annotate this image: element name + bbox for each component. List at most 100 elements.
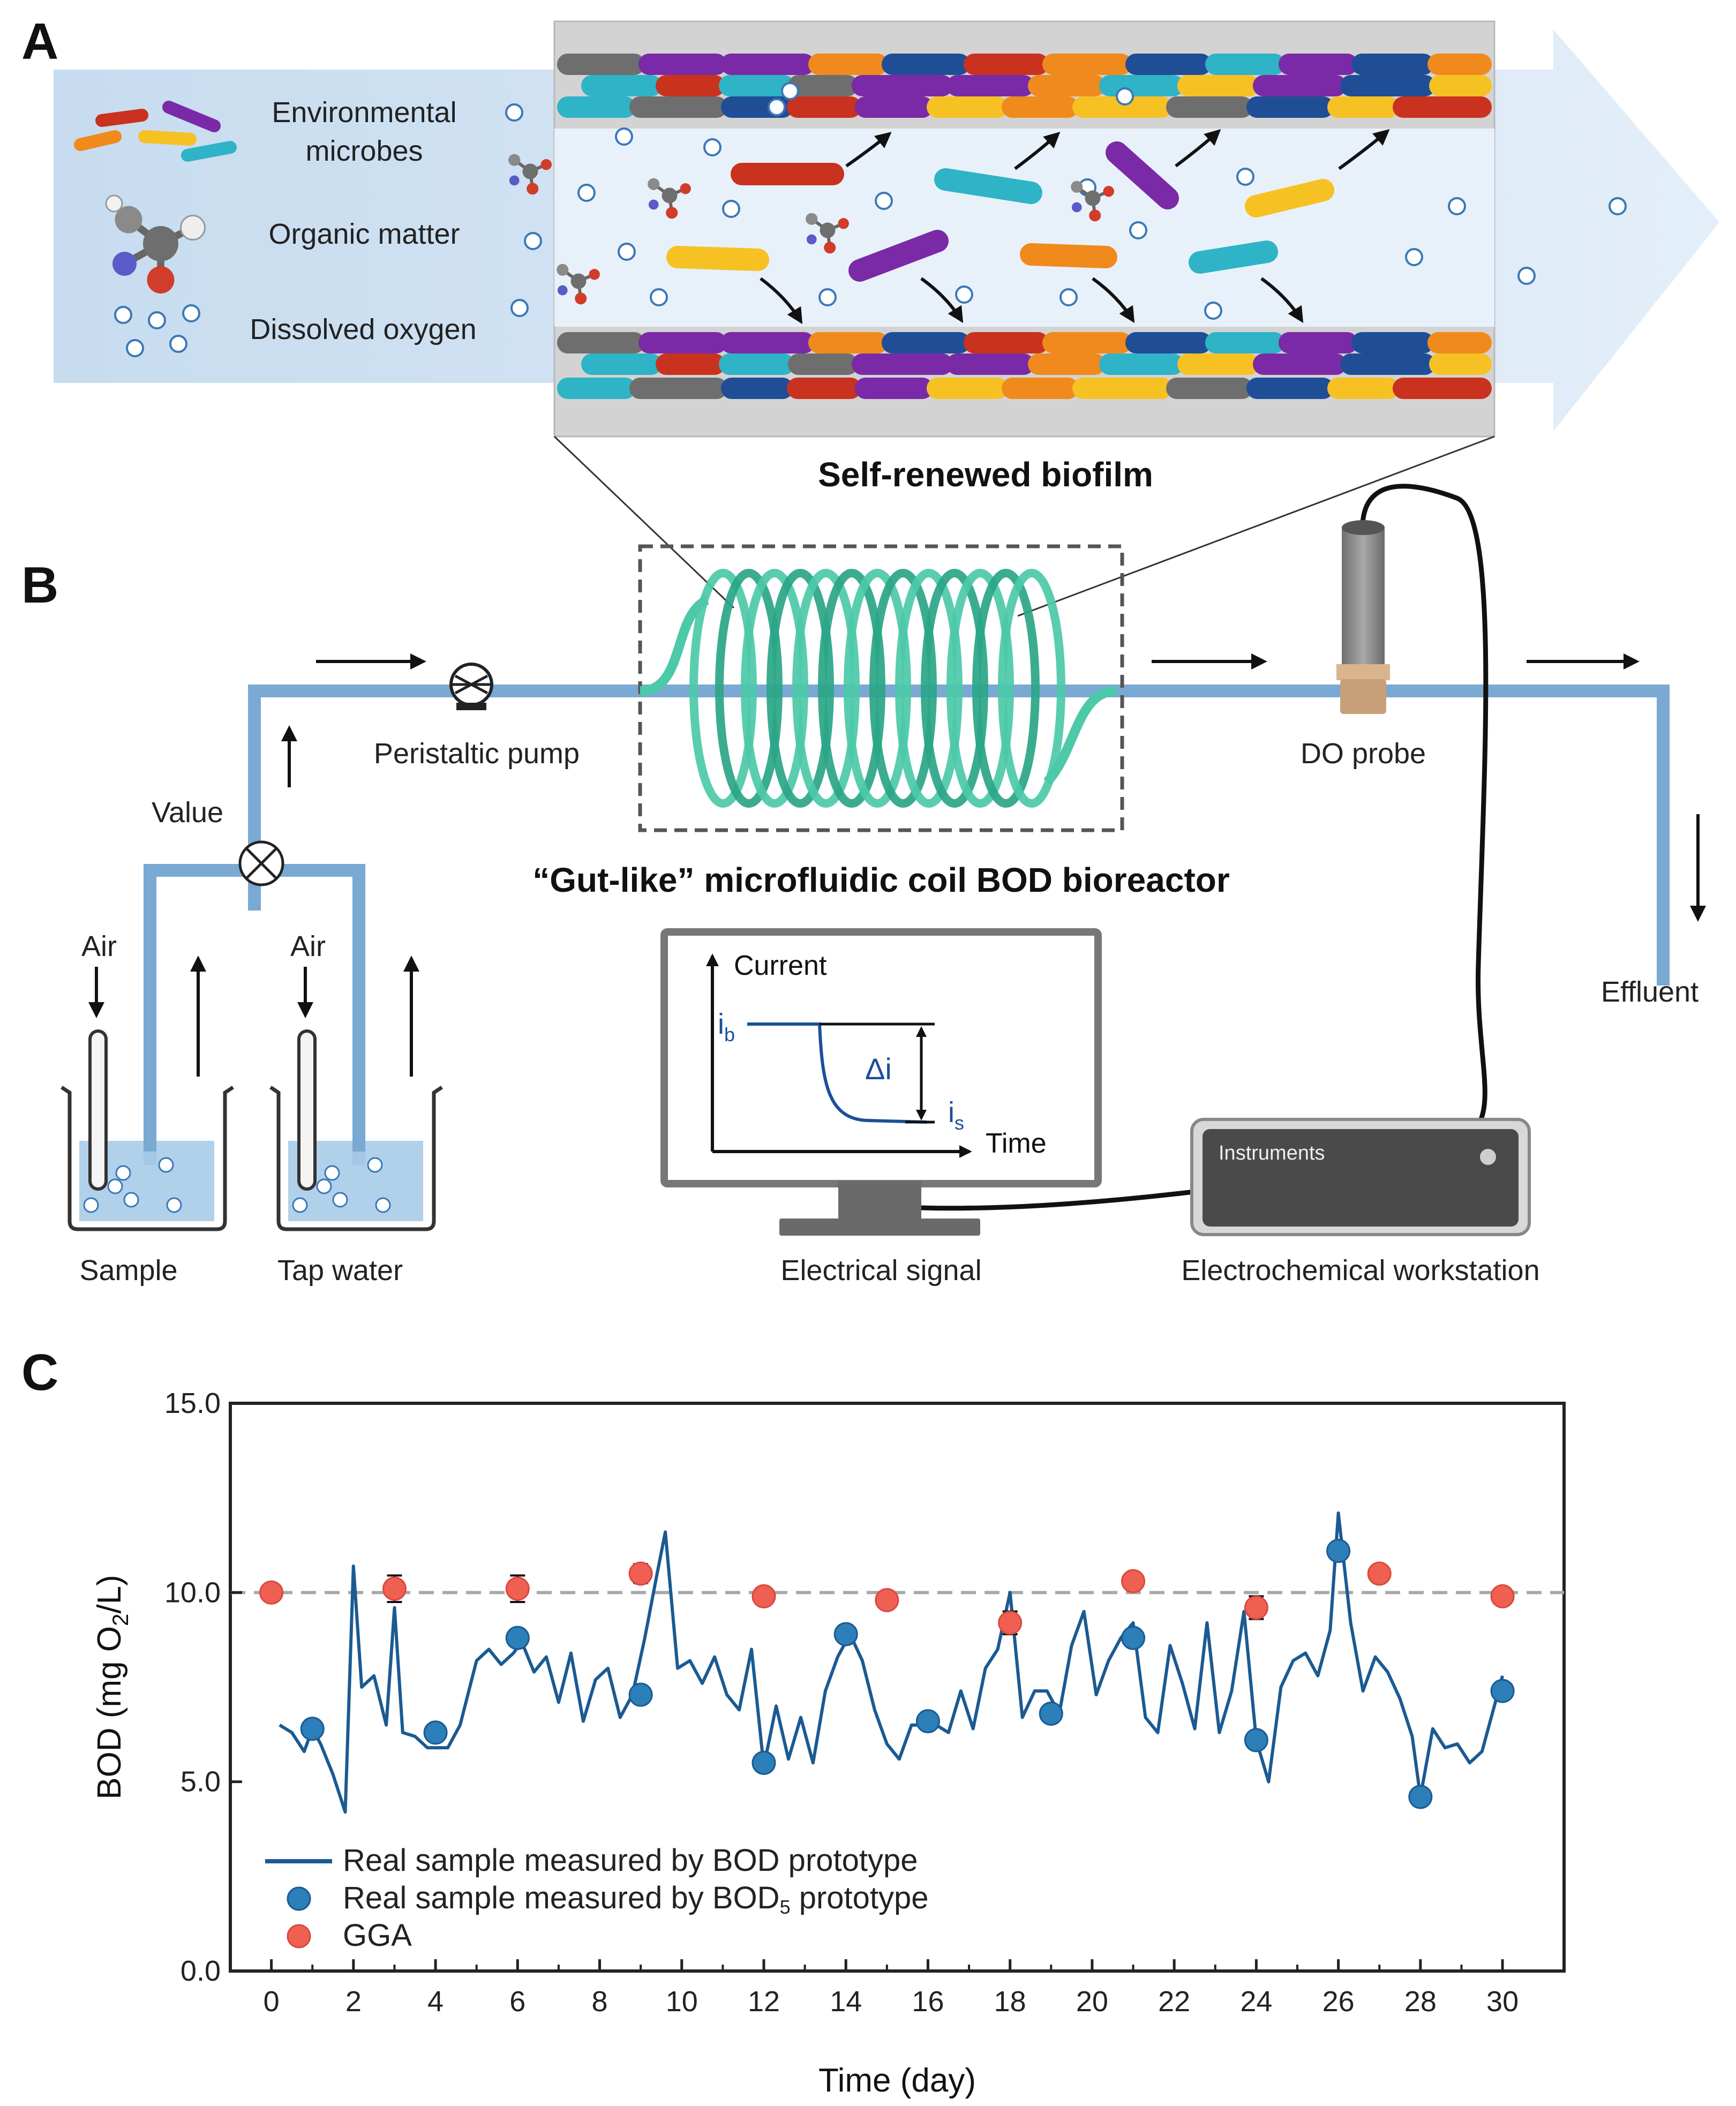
x-tick-label: 8: [592, 1985, 608, 2018]
biofilm-top-layer: [557, 54, 1492, 118]
bod5-point: [423, 1720, 448, 1745]
coil-loop: [998, 569, 1065, 808]
do-probe-label: DO probe: [1301, 738, 1426, 770]
monitor-current-label: Current: [734, 950, 827, 981]
oxygen-bubble: [510, 299, 529, 317]
sample-beaker: [61, 1018, 234, 1231]
attach-arrow: [1175, 129, 1221, 168]
y-axis-label: BOD (mg O2/L): [91, 1575, 133, 1800]
coil-loop: [792, 569, 860, 808]
gga-point: [998, 1611, 1023, 1635]
valve-label: Value: [152, 796, 223, 829]
workstation-icon[interactable]: [1190, 1118, 1531, 1236]
oxygen-bubble: [768, 98, 786, 116]
free-microbe: [848, 230, 949, 282]
bod5-points: [300, 1539, 1515, 1809]
x-tick-label: 10: [666, 1985, 698, 2018]
attach-arrow: [845, 132, 892, 168]
valve-icon[interactable]: [238, 840, 284, 886]
signal-cable: [921, 1189, 1195, 1211]
organic-molecules: [508, 154, 1114, 305]
bod5-point: [833, 1622, 858, 1646]
dissolved-oxygen-icon: [114, 304, 200, 357]
legend-dot-swatch: [287, 1886, 311, 1911]
gga-point: [1244, 1596, 1268, 1620]
bod5-point: [505, 1626, 530, 1650]
peristaltic-pump-icon[interactable]: [449, 663, 493, 710]
gga-point: [628, 1561, 653, 1586]
coil-loop: [972, 569, 1040, 808]
x-tick-label: 16: [912, 1985, 944, 2018]
bod5-point: [1326, 1539, 1351, 1563]
x-tick-label: 30: [1486, 1985, 1519, 2018]
electrical-signal-label: Electrical signal: [780, 1254, 981, 1287]
bod-prototype-line: [279, 1511, 1504, 1814]
oxygen-bubble: [1405, 248, 1423, 266]
panel-c-letter: C: [21, 1344, 58, 1401]
oxygen-bubble: [1059, 288, 1078, 306]
oxygen-bubble: [1116, 87, 1134, 106]
panel-b: B Peristaltic pum: [21, 484, 1706, 1287]
oxygen-bubble: [505, 103, 523, 122]
air-label-tap: Air: [290, 930, 326, 962]
free-microbe: [666, 246, 769, 271]
attach-arrow: [760, 277, 803, 325]
attach-arrow: [1092, 277, 1135, 324]
oxygen-bubble: [722, 200, 740, 218]
bod5-point: [1244, 1728, 1268, 1753]
legend-dot-label: Real sample measured by BOD5 prototype: [343, 1881, 929, 1918]
legend-microbes-line2: microbes: [305, 135, 423, 167]
attach-arrow: [1014, 131, 1061, 170]
oxygen-bubble: [781, 82, 799, 100]
oxygen-bubble: [615, 127, 633, 146]
monitor-icon: [660, 928, 1102, 1236]
gga-point: [382, 1576, 407, 1601]
legend-microbes-line1: Environmental: [272, 96, 456, 129]
y-tick-label: 0.0: [181, 1955, 221, 1987]
bioreactor-label: “Gut-like” microfluidic coil BOD bioreac…: [532, 861, 1230, 899]
zoom-lines: [553, 435, 1495, 617]
attach-arrows: [760, 129, 1390, 325]
tap-water-label: Tap water: [277, 1254, 403, 1287]
x-tick-label: 4: [427, 1985, 444, 2018]
bod5-point: [1121, 1626, 1146, 1650]
organic-molecule: [806, 213, 849, 254]
legend-line-label: Real sample measured by BOD prototype: [343, 1843, 918, 1878]
coil-loop: [818, 569, 885, 808]
y-tick-label: 5.0: [181, 1766, 221, 1798]
sample-label: Sample: [79, 1254, 177, 1287]
legend-gga-swatch: [287, 1924, 311, 1949]
x-axis-label: Time (day): [818, 2062, 976, 2099]
x-tick-label: 22: [1158, 1985, 1190, 2018]
series-line: [279, 1511, 1504, 1814]
do-probe-icon: [1336, 484, 1489, 1126]
free-microbes: [666, 141, 1334, 282]
coil-loop: [921, 569, 988, 808]
bod5-point: [1039, 1701, 1063, 1726]
coil-loop: [766, 569, 834, 808]
chart-legend: Real sample measured by BOD prototype Re…: [265, 1843, 929, 1953]
x-tick-label: 2: [345, 1985, 362, 2018]
coil-loop: [946, 569, 1014, 808]
monitor-time-label: Time: [986, 1128, 1047, 1159]
oxygen-bubble: [703, 138, 722, 156]
x-tick-label: 6: [509, 1985, 525, 2018]
bod5-point: [628, 1682, 653, 1707]
oxygen-bubble: [1448, 197, 1466, 215]
organic-molecule: [508, 154, 552, 195]
plot-frame: [229, 1402, 1566, 1973]
coil-loop: [895, 569, 963, 808]
workstation-label: Electrochemical workstation: [1181, 1254, 1539, 1287]
oxygen-bubble: [1517, 267, 1536, 285]
bod5-point: [1408, 1785, 1433, 1809]
x-tick-label: 12: [748, 1985, 780, 2018]
flow-arrows: [88, 653, 1706, 1077]
x-tick-label: 28: [1404, 1985, 1437, 2018]
gga-point: [1367, 1561, 1392, 1586]
coil-icon: [640, 569, 1117, 808]
y-ticks: 0.05.010.015.0: [164, 1387, 242, 1987]
oxygen-bubble: [1204, 302, 1222, 320]
oxygen-bubble: [955, 285, 973, 304]
